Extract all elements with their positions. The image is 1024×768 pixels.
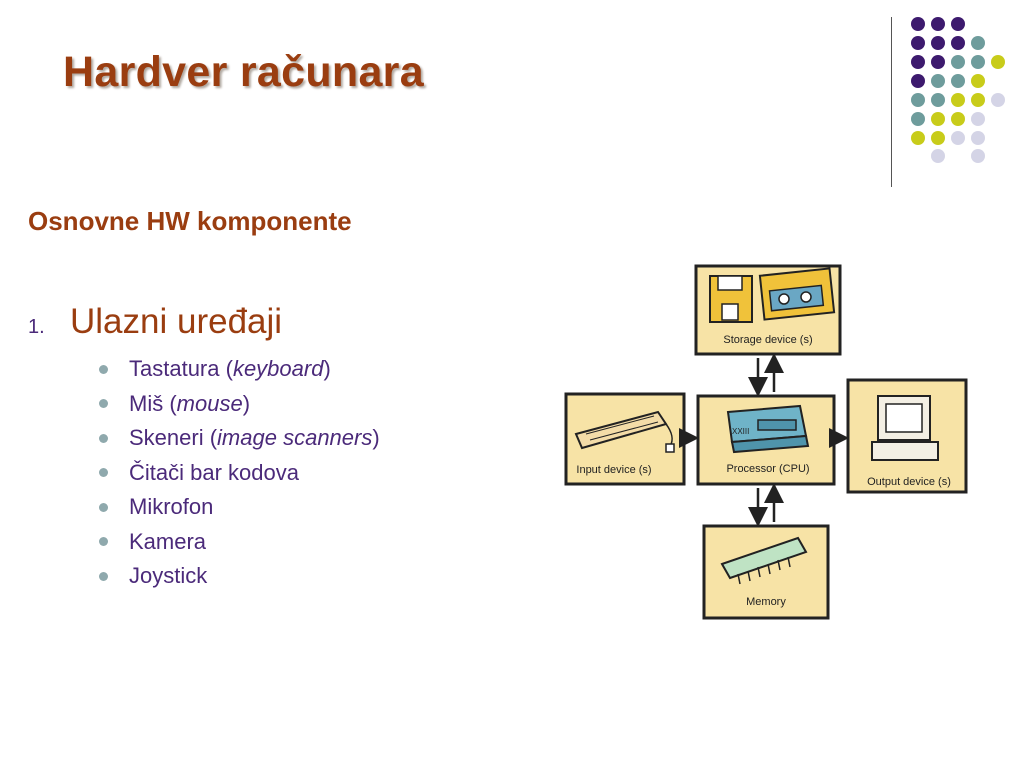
- bullet-icon: [99, 502, 108, 512]
- decorative-dot: [971, 55, 985, 69]
- output-device-box: Output device (s): [846, 378, 968, 494]
- item-text-end: ): [242, 390, 251, 416]
- monitor-icon: [871, 395, 939, 461]
- list-item: Kamera: [98, 525, 380, 560]
- bullet-icon: [99, 399, 108, 409]
- bullet-list: Tastatura (keyboard) Miš (mouse) Skeneri…: [98, 352, 380, 594]
- decorative-dot: [931, 131, 945, 145]
- section-heading: 1. Ulazni uređaji: [28, 302, 282, 342]
- decorative-dot: [931, 149, 945, 163]
- decorative-dot: [911, 131, 925, 145]
- bullet-icon: [99, 468, 108, 478]
- decorative-dot: [971, 131, 985, 145]
- decorative-dot: [911, 36, 925, 50]
- item-text-italic: mouse: [176, 390, 243, 416]
- section-number: 1.: [28, 316, 45, 338]
- decorative-dot: [951, 55, 965, 69]
- decorative-dot-grid: [911, 17, 1005, 163]
- section-heading-text: Ulazni uređaji: [70, 302, 283, 341]
- decorative-dot: [971, 112, 985, 126]
- input-device-label: Input device (s): [576, 464, 651, 476]
- item-text-end: ): [372, 425, 380, 450]
- processor-label: Processor (CPU): [726, 463, 809, 475]
- decorative-dot: [971, 36, 985, 50]
- floppy-disk-icon: [709, 275, 753, 323]
- bullet-icon: [99, 364, 108, 374]
- decorative-dot: [911, 17, 925, 31]
- decorative-dot: [931, 55, 945, 69]
- storage-device-label: Storage device (s): [723, 334, 812, 346]
- cpu-unit-icon: XXIII: [726, 404, 810, 454]
- decorative-dot: [991, 55, 1005, 69]
- memory-chip-icon: [720, 536, 808, 585]
- item-text-italic: image scanners: [217, 425, 373, 450]
- tape-drive-icon: [758, 267, 836, 321]
- item-text: Joystick: [129, 563, 208, 588]
- list-item: Miš (mouse): [98, 387, 380, 422]
- item-text-end: ): [323, 356, 331, 381]
- decorative-dot: [951, 17, 965, 31]
- memory-box: Memory: [702, 524, 830, 620]
- keyboard-icon: [574, 410, 675, 453]
- decorative-dot: [911, 74, 925, 88]
- decorative-dot: [931, 112, 945, 126]
- data-flow-arrows: [679, 353, 849, 527]
- decorative-dot: [911, 93, 925, 107]
- item-text: Miš (: [129, 390, 177, 416]
- svg-text:XXIII: XXIII: [732, 427, 749, 436]
- item-text: Čitači bar kodova: [129, 459, 299, 485]
- decorative-dot: [971, 74, 985, 88]
- computer-components-diagram: Storage device (s) Input device (s) XXII…: [564, 264, 968, 620]
- decorative-dot: [951, 131, 965, 145]
- input-device-box: Input device (s): [564, 392, 686, 486]
- list-item: Mikrofon: [98, 490, 380, 525]
- list-item: Joystick: [98, 559, 380, 594]
- decorative-dot: [951, 74, 965, 88]
- bullet-icon: [99, 571, 108, 581]
- output-device-label: Output device (s): [867, 476, 951, 488]
- memory-label: Memory: [746, 596, 786, 608]
- decorative-dot: [951, 36, 965, 50]
- item-text: Tastatura (: [129, 356, 233, 381]
- vertical-divider: [891, 17, 892, 187]
- item-text: Kamera: [129, 528, 207, 554]
- decorative-dot: [971, 93, 985, 107]
- decorative-dot: [931, 36, 945, 50]
- list-item: Skeneri (image scanners): [98, 421, 380, 456]
- decorative-dot: [951, 93, 965, 107]
- slide-subtitle: Osnovne HW komponente: [28, 206, 352, 236]
- slide-title: Hardver računara: [63, 48, 424, 96]
- decorative-dot: [971, 149, 985, 163]
- decorative-dot: [931, 93, 945, 107]
- item-text: Skeneri (: [129, 425, 218, 450]
- decorative-dot: [911, 112, 925, 126]
- storage-device-box: Storage device (s): [694, 264, 842, 356]
- decorative-dot: [931, 17, 945, 31]
- bullet-icon: [99, 433, 108, 443]
- item-text: Mikrofon: [129, 494, 214, 519]
- item-text-italic: keyboard: [232, 356, 324, 381]
- decorative-dot: [951, 112, 965, 126]
- processor-box: XXIII Processor (CPU): [696, 394, 836, 486]
- decorative-dot: [991, 93, 1005, 107]
- list-item: Čitači bar kodova: [98, 456, 380, 491]
- list-item: Tastatura (keyboard): [98, 352, 380, 387]
- bullet-icon: [99, 537, 108, 547]
- decorative-dot: [931, 74, 945, 88]
- decorative-dot: [911, 55, 925, 69]
